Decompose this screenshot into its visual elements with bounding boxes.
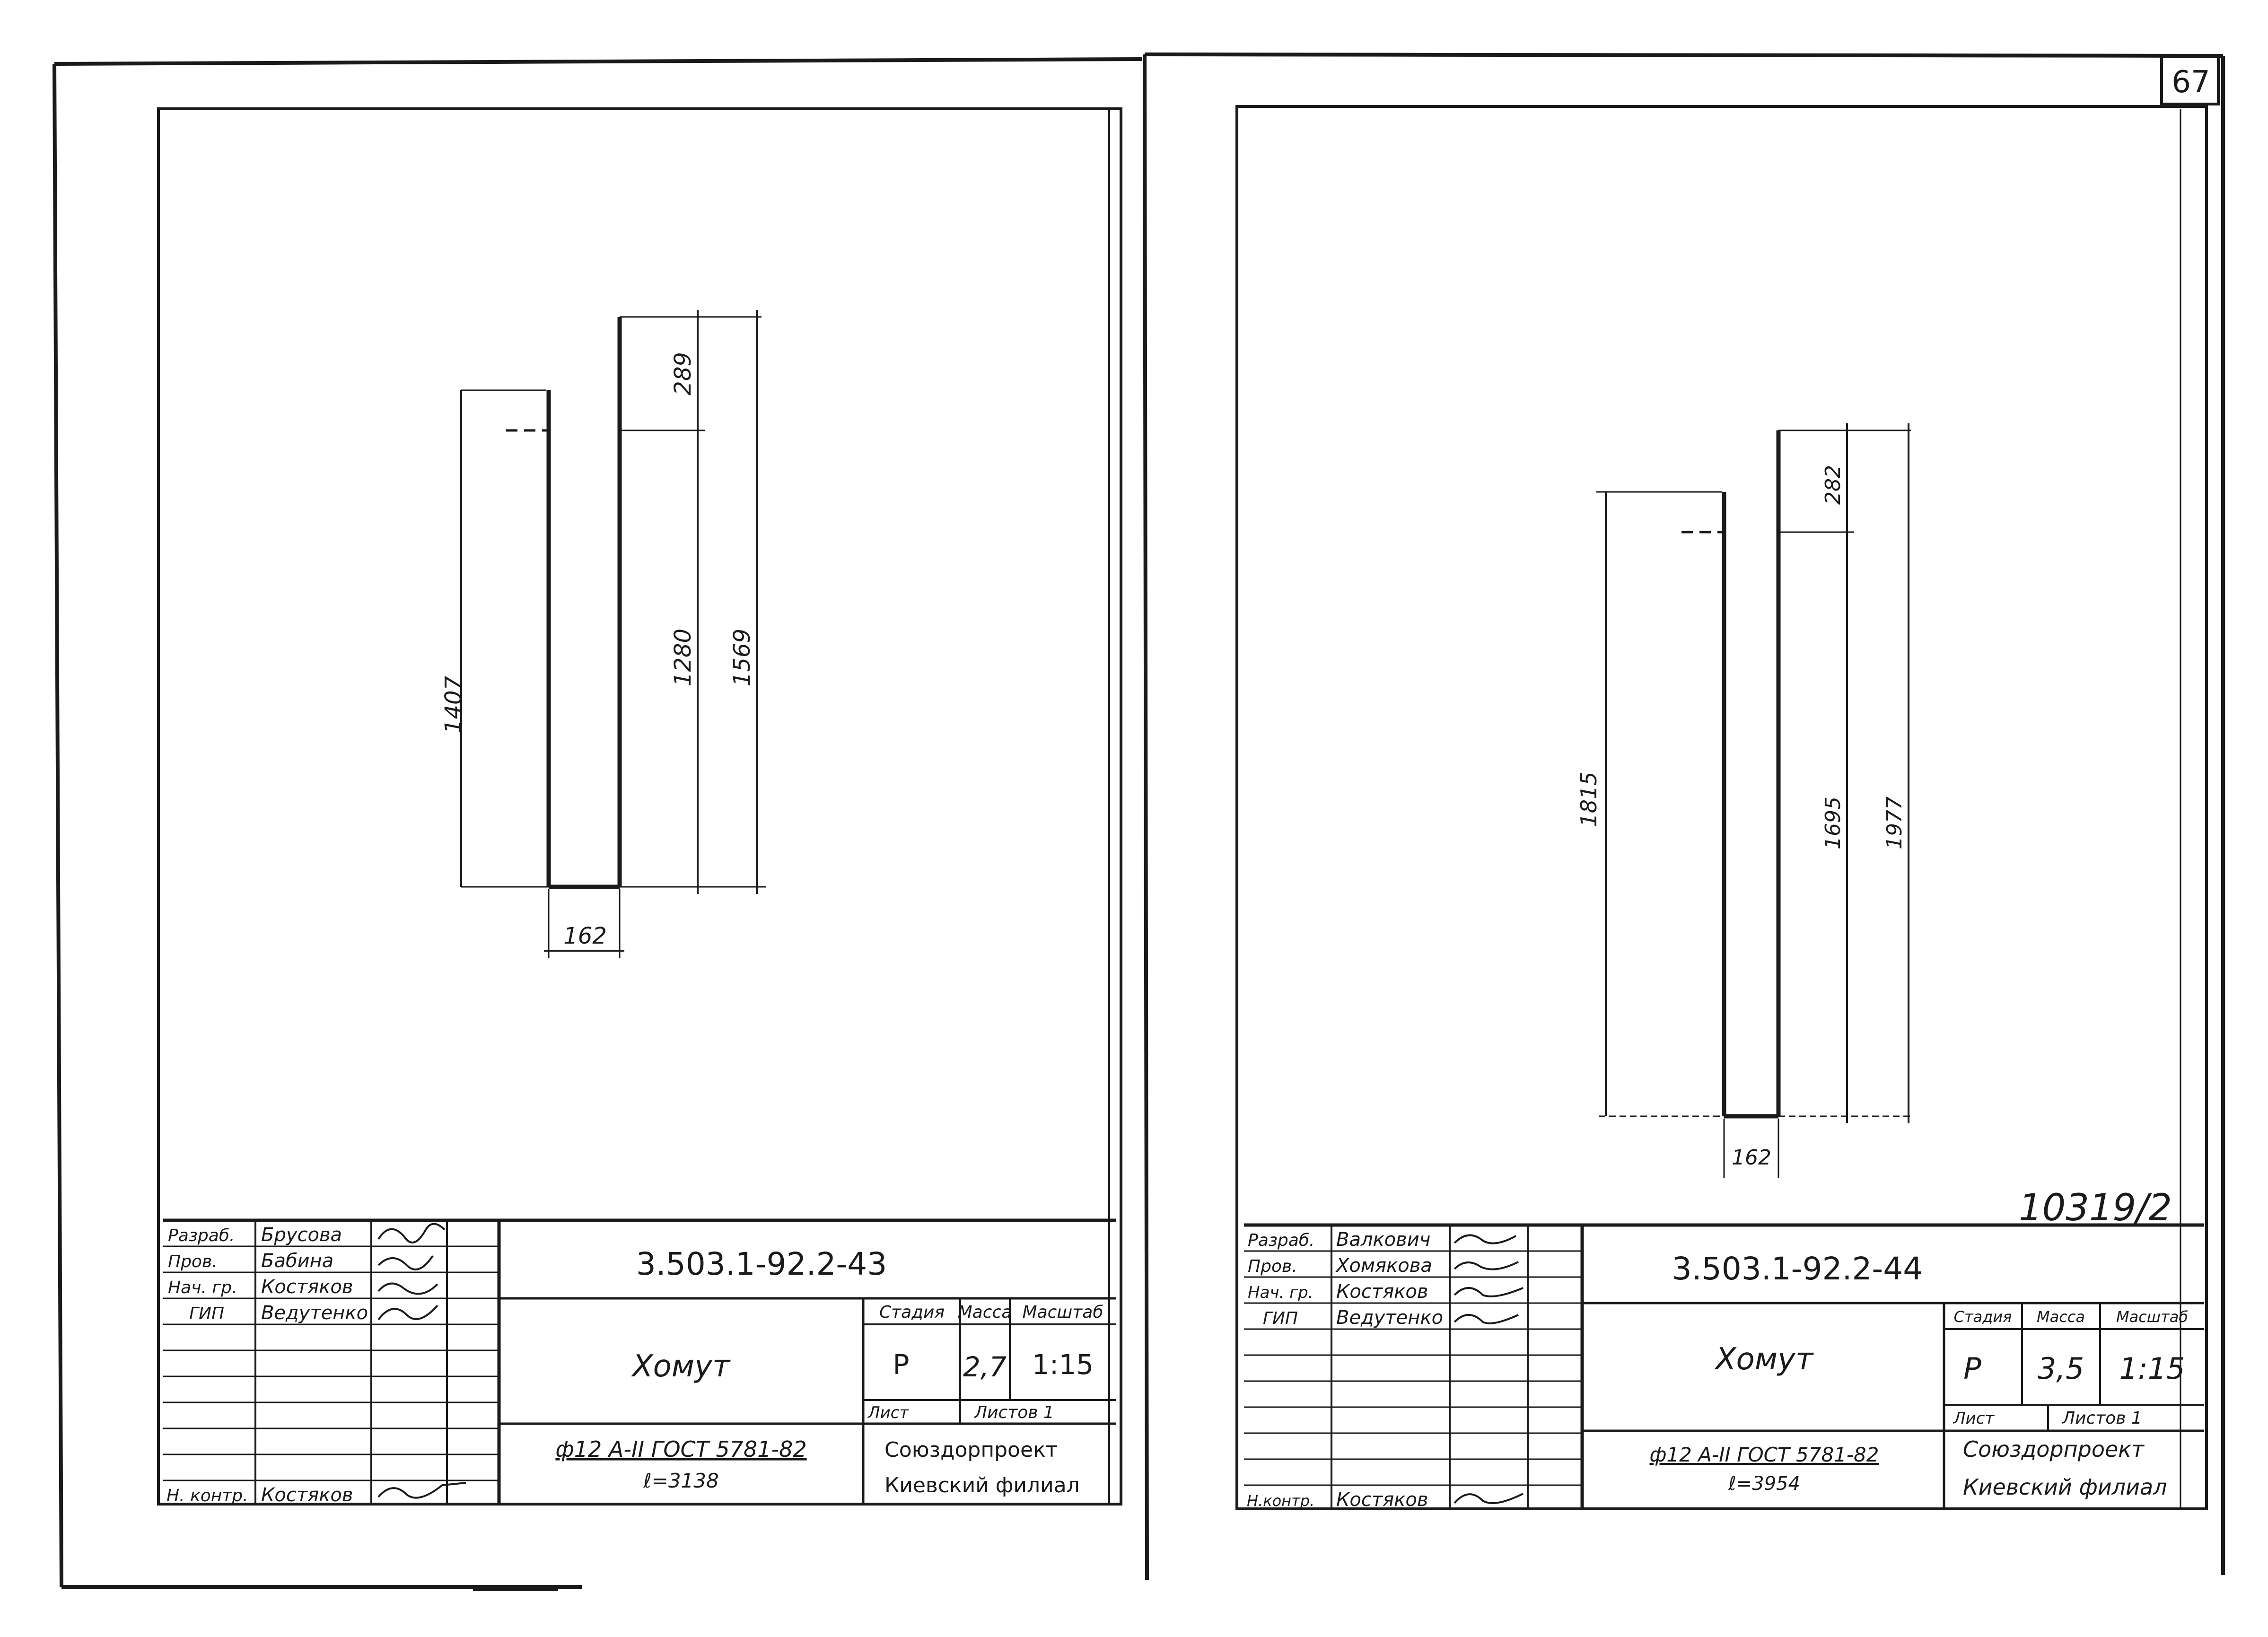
sheet-1-length: ℓ=3138 — [643, 1469, 718, 1492]
sheet-1-name-norm-control: Костяков — [261, 1484, 353, 1506]
sheet-1-role-checker: Пров. — [168, 1252, 218, 1271]
sheet-1-title-block — [163, 1218, 1116, 1504]
sheet-2-org-line1: Союздорпроект — [1963, 1436, 2145, 1462]
sheet-2-mass-header: Масса — [2037, 1308, 2085, 1326]
sheet-1-sheet-label: Лист — [867, 1403, 909, 1422]
sheet-2-role-developer: Разраб. — [1248, 1231, 1314, 1250]
sheet-1-org-line1: Союздорпроект — [884, 1438, 1058, 1462]
sheet-2-role-norm-control: Н.контр. — [1247, 1492, 1314, 1510]
sheet-2-dim-total-height: 1977 — [1883, 797, 1907, 849]
page-number: 67 — [2172, 65, 2210, 100]
sheet-1-name-checker: Бабина — [261, 1250, 333, 1272]
sheet-1-mass: 2,7 — [963, 1351, 1007, 1383]
sheet-1-designation: 3.503.1-92.2-43 — [636, 1246, 887, 1282]
sheet-1-role-developer: Разраб. — [168, 1226, 235, 1245]
sheet-2-stirrup-drawing — [1596, 423, 1911, 1178]
sheet-2-designation: 3.503.1-92.2-44 — [1672, 1251, 1923, 1287]
sheet-2-scale: 1:15 — [2119, 1351, 2185, 1386]
sheet-2-stage: Р — [1963, 1351, 1981, 1386]
sheet-2-role-chief-engineer: ГИП — [1263, 1309, 1298, 1328]
sheet-2-sheets-label: Листов 1 — [2061, 1409, 2142, 1428]
sheet-1-scale-header: Масштаб — [1022, 1303, 1103, 1322]
sheet-2-name-chief-engineer: Ведутенко — [1336, 1307, 1443, 1329]
page-number-box: 67 — [2160, 55, 2220, 105]
sheet-2-role-checker: Пров. — [1248, 1257, 1297, 1276]
archive-number: 10319/2 — [2019, 1187, 2172, 1229]
sheet-1-org-line2: Киевский филиал — [884, 1473, 1080, 1497]
sheet-1-scale: 1:15 — [1032, 1348, 1094, 1381]
sheet-2-scale-header: Масштаб — [2116, 1308, 2188, 1326]
sheet-1-sheets-label: Листов 1 — [973, 1403, 1054, 1422]
sheet-1-name-chief-engineer: Ведутенко — [261, 1302, 368, 1324]
sheet-2-mass: 3,5 — [2038, 1351, 2084, 1386]
sheet-1-stage-header: Стадия — [879, 1303, 945, 1322]
sheet-1-dim-hook: 289 — [670, 352, 696, 395]
sheet-2-name-checker: Хомякова — [1335, 1255, 1432, 1277]
sheet-1-frame — [157, 107, 1122, 1506]
sheet-1-role-chief-engineer: ГИП — [189, 1304, 224, 1323]
sheet-2-length: ℓ=3954 — [1728, 1473, 1800, 1495]
sheet-1-name-developer: Брусова — [261, 1224, 342, 1246]
paper-edges — [53, 53, 2225, 1591]
sheet-1: 1407 289 1280 1569 162 — [157, 107, 1122, 1506]
sheet-2-name-developer: Валкович — [1336, 1229, 1430, 1251]
sheet-2-title: Хомут — [1714, 1342, 1814, 1377]
sheet-1-name-group-head: Костяков — [261, 1276, 353, 1298]
sheet-2-frame — [1235, 105, 2208, 1510]
sheet-2-name-group-head: Костяков — [1336, 1281, 1428, 1303]
sheet-2-stage-header: Стадия — [1954, 1308, 2012, 1326]
sheet-2-material: ф12 А-II ГОСТ 5781-82 — [1650, 1443, 1879, 1466]
sheet-1-role-group-head: Нач. гр. — [168, 1278, 237, 1297]
sheet-2-dim-width: 162 — [1732, 1146, 1771, 1170]
sheet-1-mass-header: Масса — [958, 1303, 1012, 1322]
sheet-1-material: ф12 А-II ГОСТ 5781-82 — [555, 1436, 806, 1462]
sheet-2-org-line2: Киевский филиал — [1963, 1474, 2167, 1500]
sheet-1-title: Хомут — [631, 1349, 731, 1384]
sheet-1-dim-width: 162 — [563, 923, 607, 949]
sheet-2: 1815 282 1695 1977 162 10319/2 — [1235, 105, 2208, 1511]
sheet-2-dim-straight: 1695 — [1821, 797, 1845, 849]
sheet-1-stirrup-drawing — [460, 310, 766, 958]
sheet-1-stage: Р — [893, 1348, 910, 1381]
sheet-1-dim-straight: 1280 — [670, 629, 696, 686]
sheet-2-sheet-label: Лист — [1953, 1409, 1995, 1428]
sheet-2-title-block — [1244, 1223, 2204, 1509]
sheet-1-role-norm-control: Н. контр. — [166, 1486, 248, 1506]
sheet-1-dim-left-side: 1407 — [440, 675, 467, 734]
sheet-1-dim-total-height: 1569 — [729, 629, 755, 686]
sheet-2-name-norm-control: Костяков — [1336, 1489, 1428, 1511]
sheet-2-role-group-head: Нач. гр. — [1248, 1283, 1313, 1302]
sheet-2-dim-left-side: 1815 — [1576, 771, 1602, 827]
sheet-2-dim-hook: 282 — [1821, 465, 1845, 505]
